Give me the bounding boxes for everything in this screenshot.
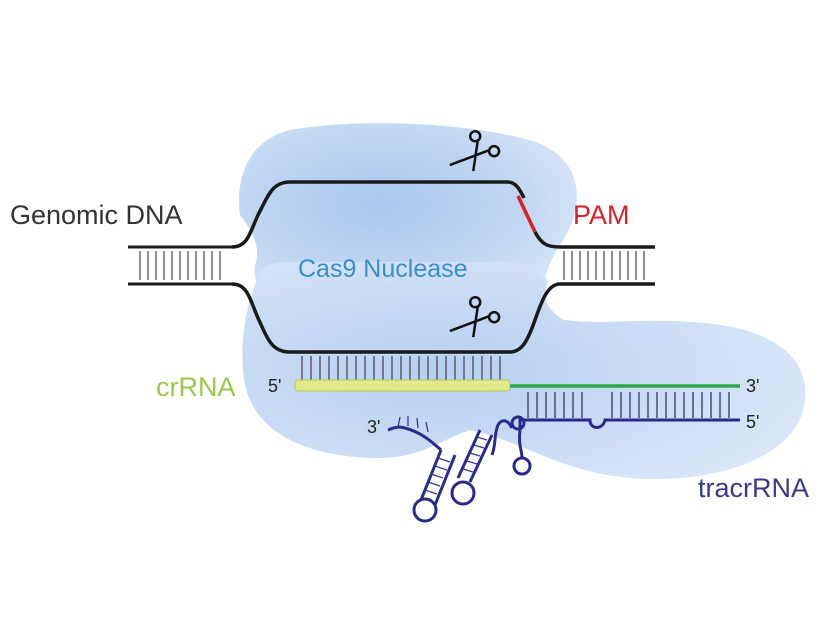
tracrrna-3-prime-label: 3' [367, 417, 380, 437]
pam-segment [516, 195, 537, 233]
crrna-3-prime-label: 3' [746, 376, 759, 396]
pam-label: PAM [573, 200, 630, 230]
tracr-hairpin-pairs [397, 416, 488, 495]
crrna-5-prime-label: 5' [268, 376, 281, 396]
tracrrna-label: tracrRNA [698, 473, 809, 503]
crrna-label: crRNA [156, 372, 236, 402]
dna-top-strand-right [533, 231, 655, 249]
dna-left-duplex [128, 245, 232, 286]
scissors-icon [449, 129, 501, 172]
dna-right-base-pairs [563, 251, 645, 280]
scissors-icon [449, 295, 501, 338]
dna-top-strand [231, 180, 526, 249]
cas9-protein-upper-lobe [239, 123, 577, 305]
genomic-dna-label: Genomic DNA [10, 200, 183, 230]
tracr-base-pairs [527, 392, 730, 418]
tracrrna-5-prime-label: 5' [746, 412, 759, 432]
crrna-guide-strand [294, 379, 511, 392]
cas9-protein [239, 123, 806, 480]
tracrrna-strand [387, 415, 740, 523]
dna-bottom-strand [231, 282, 655, 354]
cas9-protein-lower-lobe [242, 262, 806, 480]
cas9-nuclease-label: Cas9 Nuclease [298, 255, 468, 283]
dna-left-base-pairs [139, 251, 221, 280]
crrna-target-base-pairs [301, 356, 501, 380]
